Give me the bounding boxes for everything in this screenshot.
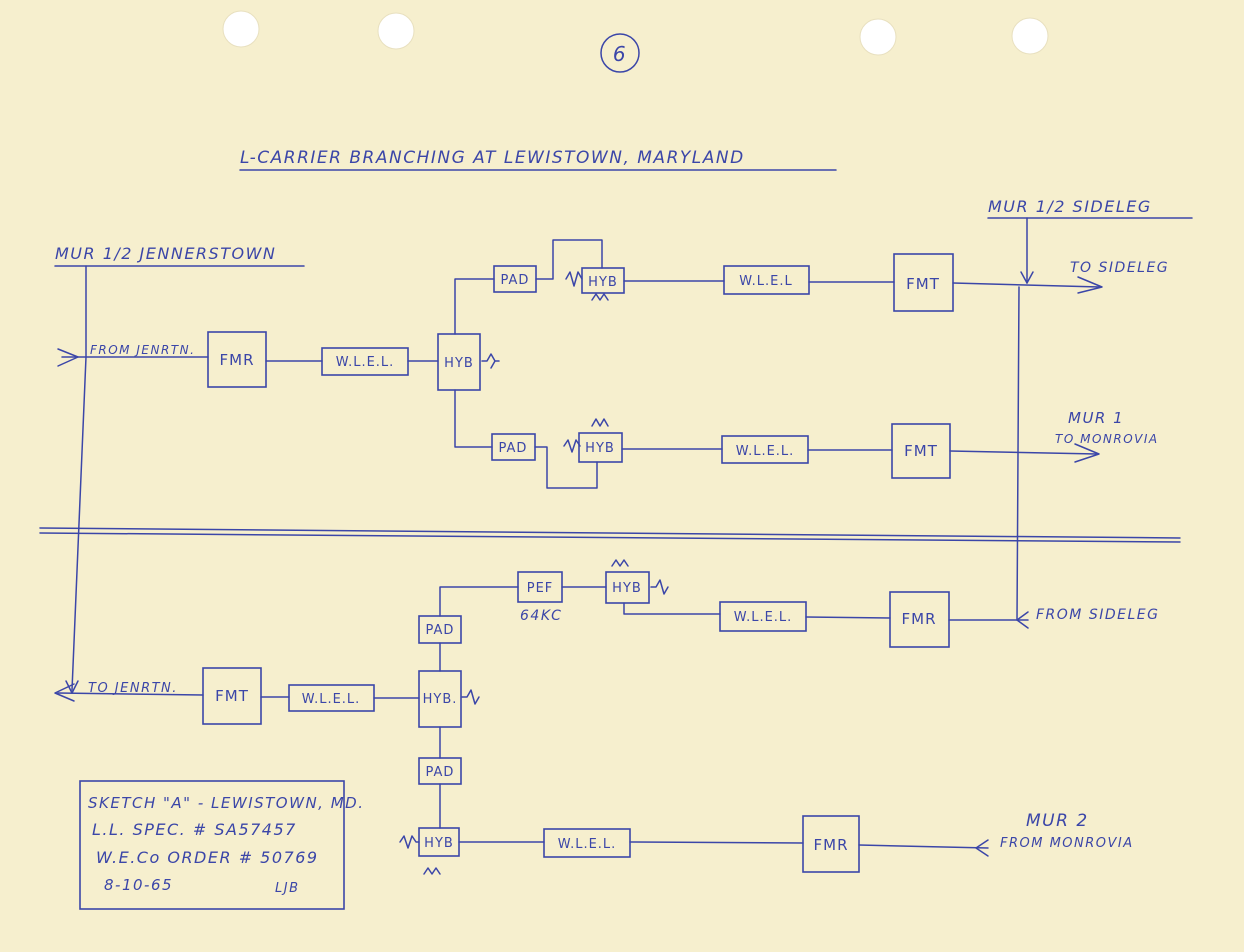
termination-resistor (461, 689, 480, 705)
block-wlel-2 (723, 265, 810, 295)
termination-resistor (481, 353, 500, 369)
divider-2 (39, 532, 1181, 543)
arrow (1016, 611, 1029, 629)
termination-resistor (563, 439, 581, 453)
termination-resistor (565, 271, 583, 287)
block-hyb-main (437, 333, 481, 391)
arrow-to-monrovia (1074, 443, 1100, 463)
label-mur2: MUR 2 (1026, 811, 1089, 831)
block-hyb-1-label: HYB (588, 275, 618, 290)
block-hyb-4-label: HYB (424, 836, 454, 851)
sketch-note-date: 8-10-65 (104, 876, 173, 894)
wire (535, 239, 603, 280)
block-wlel-6-label: W.L.E.L. (558, 837, 617, 852)
block-wlel-1-label: W.L.E.L. (336, 355, 395, 370)
wire (858, 844, 989, 849)
block-pad-4-label: PAD (426, 765, 455, 780)
label-from-sideleg: FROM SIDELEG (1036, 607, 1159, 623)
block-hyb-main-2-label: HYB. (423, 692, 458, 707)
divider-1 (39, 527, 1181, 539)
sketch-note-initials: LJB (275, 881, 300, 896)
arrow-out-jenrtn (54, 683, 75, 702)
label-to-monrovia: TO MONROVIA (1055, 432, 1159, 446)
termination-resistor (591, 293, 609, 301)
page-number-circle (600, 33, 640, 73)
block-fmr-monrovia (802, 815, 860, 873)
wire (534, 446, 598, 489)
block-pad-3-label: PAD (426, 623, 455, 638)
label-to-sideleg: TO SIDELEG (1070, 260, 1169, 276)
block-hyb-3-label: HYB (612, 581, 642, 596)
jennerstown-stem (71, 356, 87, 691)
termination-resistor (650, 579, 669, 595)
sideleg-vertical (1016, 286, 1020, 621)
page-number: 6 (613, 42, 627, 66)
block-fmr-top (207, 331, 267, 388)
label-mur-sideleg: MUR 1/2 SIDELEG (988, 197, 1152, 216)
label-to-jenrtn: TO JENRTN. (88, 681, 178, 696)
termination-resistor (591, 418, 609, 427)
sketch-note-line3: W.E.Co ORDER # 50769 (96, 848, 319, 867)
punch-hole (222, 10, 260, 48)
block-pad-1-label: PAD (501, 273, 530, 288)
block-pad-2-label: PAD (499, 441, 528, 456)
punch-hole (859, 18, 897, 56)
label-pef-freq: 64KC (520, 608, 562, 624)
sketch-note-line1: SKETCH "A" - LEWISTOWN, MD. (88, 794, 364, 812)
label-from-jenrtn: FROM JENRTN. (90, 343, 195, 357)
block-pef-label: PEF (527, 581, 554, 596)
punch-hole (1011, 17, 1049, 55)
wire (623, 602, 721, 615)
block-hyb-main-label: HYB (444, 356, 474, 371)
label-mur1: MUR 1 (1068, 409, 1124, 427)
block-hyb-3 (605, 571, 650, 604)
block-fmt-jenrtn (202, 667, 262, 725)
block-wlel-4-label: W.L.E.L. (734, 610, 793, 625)
arrow (975, 839, 989, 857)
punch-hole (377, 12, 415, 50)
block-fmt-1-label: FMT (906, 275, 940, 293)
block-fmr-monrovia-label: FMR (814, 836, 849, 854)
block-fmr-top-label: FMR (220, 351, 255, 369)
arrow-to-sideleg (1077, 276, 1103, 294)
termination-resistor (399, 835, 420, 849)
label-from-monrovia: FROM MONROVIA (1000, 836, 1134, 851)
block-wlel-2-label: W.L.E.L (739, 274, 792, 289)
wire (454, 389, 493, 448)
label-mur-jennerstown: MUR 1/2 JENNERSTOWN (55, 244, 276, 263)
wire (439, 586, 519, 617)
wire (454, 278, 495, 335)
block-hyb-2 (578, 432, 623, 463)
block-wlel-3-label: W.L.E.L. (736, 444, 795, 459)
wire (949, 450, 1098, 455)
sketch-note-line2: L.L. SPEC. # SA57457 (92, 820, 297, 839)
block-fmr-sideleg-label: FMR (902, 610, 937, 628)
line-fmt-jenrtn (57, 692, 204, 696)
termination-resistor (423, 867, 441, 875)
diagram-title: L-CARRIER BRANCHING AT LEWISTOWN, MARYLA… (240, 148, 745, 168)
block-wlel-6 (543, 828, 631, 858)
block-hyb-2-label: HYB (585, 441, 615, 456)
wire (952, 282, 1101, 288)
wire (629, 841, 804, 844)
wire (805, 616, 891, 619)
arrow (1020, 271, 1034, 284)
sketch-note-box (79, 780, 345, 910)
block-wlel-5-label: W.L.E.L. (302, 692, 361, 707)
termination-resistor (611, 559, 629, 567)
block-fmt-jenrtn-label: FMT (215, 687, 249, 705)
block-fmt-2-label: FMT (904, 442, 938, 460)
